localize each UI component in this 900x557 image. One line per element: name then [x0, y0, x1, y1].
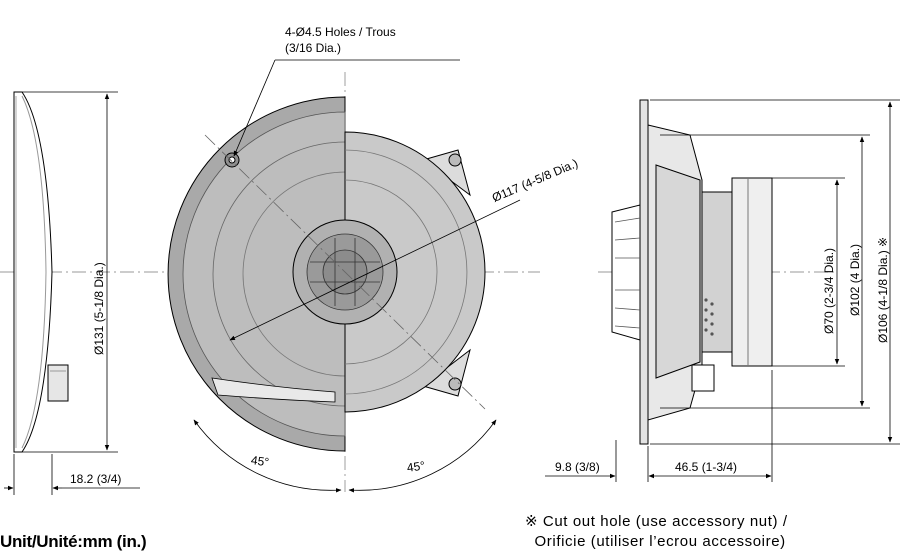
cutout-note: ※ Cut out hole (use accessory nut) / Ori…: [525, 512, 788, 552]
angle-right-label: 45°: [406, 458, 426, 475]
angle-left-label: 45°: [250, 453, 270, 470]
dia-131-label: Ø131 (5-1/8 Dia.): [92, 262, 106, 355]
cutout-note-line2: Orificie (utiliser l’ecrou accessoire): [525, 533, 786, 550]
front-view: [167, 96, 486, 452]
total-depth-label: 46.5 (1-3/4): [675, 460, 738, 474]
holes-inch-label: (3/16 Dia.): [285, 41, 342, 55]
dia-106-label: Ø106 (4-1/8 Dia.) ※: [876, 236, 890, 343]
unit-label: Unit/Unité:mm (in.): [0, 532, 147, 551]
front-depth-label: 18.2 (3/4): [70, 472, 122, 486]
dia-70-label: Ø70 (2-3/4 Dia.): [822, 247, 836, 334]
cutout-note-line1: ※ Cut out hole (use accessory nut) /: [525, 513, 788, 530]
side-profile-view: [13, 91, 69, 453]
right-side-view: [611, 99, 773, 445]
holes-label: 4-Ø4.5 Holes / Trous: [285, 25, 396, 39]
flange-depth-label: 9.8 (3/8): [555, 460, 600, 474]
dia-102-label: Ø102 (4 Dia.): [848, 243, 862, 316]
